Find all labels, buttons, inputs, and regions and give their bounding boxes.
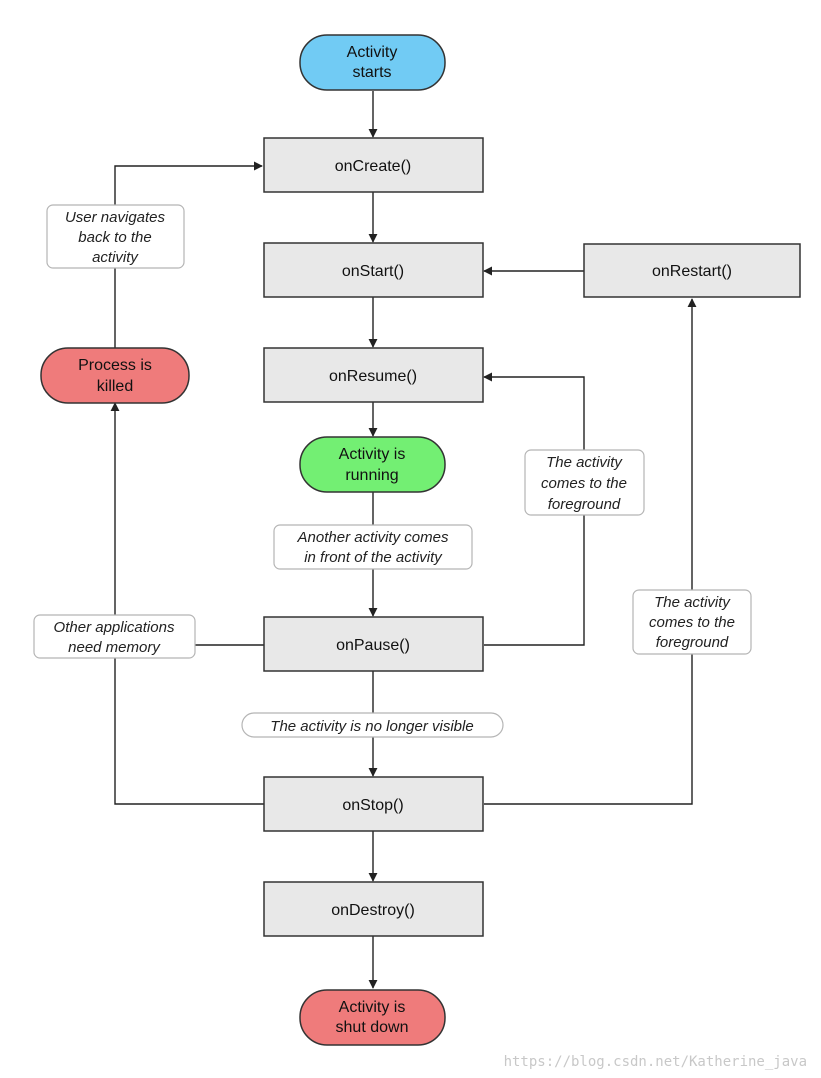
node-activity-running: Activity is running [299,436,446,493]
node-onrestart-shape [583,243,801,298]
edge-onpause-to-killed [110,402,264,646]
node-onstart: onStart() [263,242,484,298]
node-onpause-label: onPause() [336,637,410,654]
label-user-navigates-back-line1: User navigates [65,209,166,226]
label-foreground-from-pause-line2: comes to the [541,475,627,492]
label-another-activity-line2: in front of the activity [304,549,443,566]
node-activity-running-line1: Activity is [339,446,406,463]
label-another-activity: Another activity comes in front of the a… [273,524,473,570]
node-onpause: onPause() [263,616,484,672]
node-ondestroy: onDestroy() [263,881,484,937]
node-oncreate-shape [263,137,484,193]
node-onrestart: onRestart() [583,243,801,298]
node-onresume-shape [263,347,484,403]
label-another-activity-line1: Another activity comes [297,529,449,546]
node-activity-running-shape [299,436,446,493]
label-another-activity-shape [273,524,473,570]
node-activity-starts-line1: Activity [347,44,398,61]
label-foreground-from-stop-line3: foreground [656,634,729,651]
node-onstart-shape [263,242,484,298]
label-no-longer-visible-text: The activity is no longer visible [270,718,473,735]
label-user-navigates-back-line2: back to the [78,229,151,246]
edge-onstop-to-onrestart [484,298,697,805]
edge-killed-to-oncreate [114,161,263,348]
label-other-apps-memory-line2: need memory [68,639,161,656]
label-foreground-from-stop-shape [632,589,752,655]
node-process-killed-shape [40,347,190,404]
node-onstop-label: onStop() [342,797,403,814]
node-activity-shut-down: Activity is shut down [299,989,446,1046]
label-foreground-from-pause-line3: foreground [548,496,621,513]
node-onresume: onResume() [263,347,484,403]
node-activity-running-line2: running [345,467,398,484]
watermark-url: https://blog.csdn.net/Katherine_java [503,1054,807,1070]
label-user-navigates-back: User navigates back to the activity [46,204,185,269]
node-onresume-label: onResume() [329,368,417,385]
node-oncreate: onCreate() [263,137,484,193]
label-foreground-from-pause-line1: The activity [546,454,623,471]
edge-onstop-to-killed-line [114,645,264,805]
node-process-killed-line2: killed [97,378,133,395]
node-activity-shut-down-line1: Activity is [339,999,406,1016]
node-activity-starts-line2: starts [352,64,391,81]
node-activity-starts: Activity starts [299,34,446,91]
label-foreground-from-pause: The activity comes to the foreground [524,449,645,516]
node-ondestroy-shape [263,881,484,937]
label-user-navigates-back-line3: activity [92,249,139,266]
node-onstart-label: onStart() [342,263,404,280]
label-no-longer-visible: The activity is no longer visible [241,712,504,738]
label-foreground-from-pause-shape [524,449,645,516]
label-foreground-from-stop: The activity comes to the foreground [632,589,752,655]
label-foreground-from-stop-line2: comes to the [649,614,735,631]
label-no-longer-visible-shape [241,712,504,738]
edges [110,91,697,989]
node-ondestroy-label: onDestroy() [331,902,415,919]
node-process-killed: Process is killed [40,347,190,404]
node-activity-shut-down-shape [299,989,446,1046]
label-foreground-from-stop-line1: The activity [654,594,731,611]
label-user-navigates-back-shape [46,204,185,269]
node-onrestart-label: onRestart() [652,263,732,280]
node-oncreate-label: onCreate() [335,158,411,175]
label-other-apps-memory-line1: Other applications [54,619,175,636]
node-process-killed-line1: Process is [78,357,152,374]
node-onstop-shape [263,776,484,832]
node-onstop: onStop() [263,776,484,832]
label-other-apps-memory-shape [33,614,196,659]
node-onpause-shape [263,616,484,672]
node-activity-shut-down-line2: shut down [336,1019,409,1036]
node-activity-starts-shape [299,34,446,91]
label-other-apps-memory: Other applications need memory [33,614,196,659]
